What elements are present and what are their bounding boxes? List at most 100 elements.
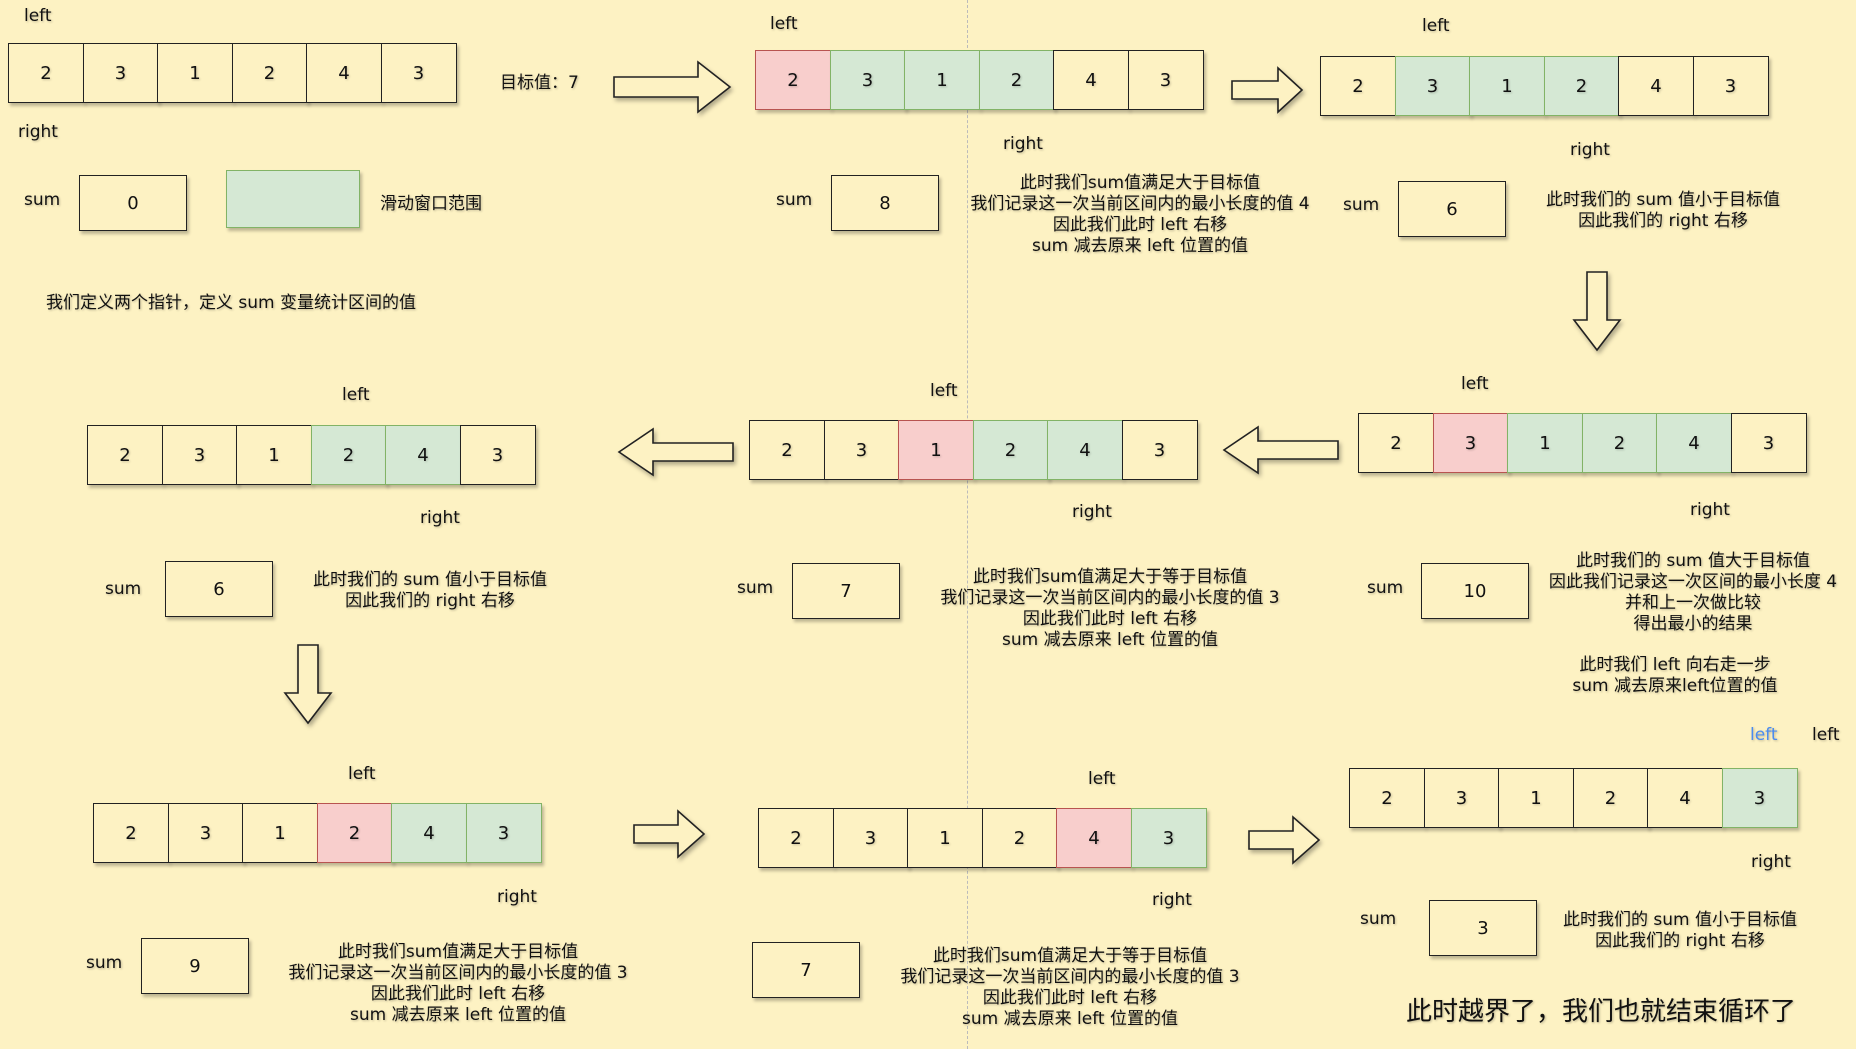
arrow-right-icon: [613, 60, 732, 114]
array-cell: 1: [907, 808, 983, 868]
left-pointer-label: left: [1812, 725, 1840, 745]
right-pointer-label: right: [497, 887, 537, 907]
array-cell: 3: [161, 425, 238, 485]
array-cell: 2: [1349, 768, 1425, 828]
left-pointer-label-prev: left: [1750, 725, 1778, 745]
array-cell: 3: [1730, 413, 1807, 473]
array-step-6: 2 3 1 2 4 3: [87, 425, 536, 485]
right-pointer-label: right: [1152, 890, 1192, 910]
sum-label: sum: [24, 190, 61, 210]
right-pointer-label: right: [1072, 502, 1112, 522]
array-cell: 3: [1423, 768, 1500, 828]
array-cell: 2: [758, 808, 834, 868]
array-cell: 2: [1320, 56, 1396, 116]
right-pointer-label: right: [420, 508, 460, 528]
array-cell: 3: [832, 808, 909, 868]
sum-label: sum: [776, 190, 813, 210]
sum-box: 9: [141, 938, 249, 994]
array-cell: 2: [231, 43, 308, 103]
array-cell: 2: [755, 50, 831, 110]
arrow-down-icon: [1572, 271, 1622, 352]
right-pointer-label: right: [18, 122, 58, 142]
arrow-right-icon: [1248, 815, 1321, 865]
array-step-8: 2 3 1 2 4 3: [758, 808, 1207, 868]
array-step-3: 2 3 1 2 4 3: [1320, 56, 1769, 116]
array-cell: 2: [316, 803, 393, 863]
array-cell: 3: [1127, 50, 1204, 110]
array-cell: 3: [459, 425, 536, 485]
array-cell: 3: [1692, 56, 1769, 116]
left-pointer-label: left: [930, 381, 958, 401]
step-note: 此时我们的 sum 值小于目标值因此我们的 right 右移: [1546, 190, 1780, 231]
left-pointer-label: left: [1461, 374, 1489, 394]
arrow-right-icon: [1231, 66, 1304, 114]
sum-label: sum: [105, 579, 142, 599]
left-pointer-label: left: [24, 6, 52, 26]
right-pointer-label: right: [1690, 500, 1730, 520]
sum-label: sum: [1360, 909, 1397, 929]
array-cell: 2: [978, 50, 1055, 110]
left-pointer-label: left: [1088, 769, 1116, 789]
left-pointer-label: left: [348, 764, 376, 784]
array-cell: 4: [1647, 768, 1723, 828]
arrow-left-icon: [1222, 425, 1339, 475]
array-cell: 4: [1618, 56, 1694, 116]
array-cell: 3: [82, 43, 159, 103]
array-cell: 1: [1498, 768, 1574, 828]
array-cell: 4: [1056, 808, 1132, 868]
array-cell: 1: [1469, 56, 1545, 116]
sum-box: 10: [1421, 563, 1529, 619]
arrow-left-icon: [617, 427, 734, 477]
left-pointer-label: left: [770, 14, 798, 34]
array-cell: 4: [385, 425, 461, 485]
left-pointer-label: left: [342, 385, 370, 405]
sum-label: sum: [737, 578, 774, 598]
array-cell: 1: [1507, 413, 1583, 473]
array-cell: 1: [904, 50, 980, 110]
array-step-2: 2 3 1 2 4 3: [755, 50, 1204, 110]
right-pointer-label: right: [1751, 852, 1791, 872]
array-cell: 2: [1572, 768, 1649, 828]
sum-label: sum: [1367, 578, 1404, 598]
array-cell: 4: [1047, 420, 1123, 480]
left-pointer-label: left: [1422, 16, 1450, 36]
target-label: 目标值：7: [500, 73, 579, 93]
array-cell: 4: [306, 43, 382, 103]
array-cell: 2: [981, 808, 1058, 868]
array-cell: 1: [242, 803, 318, 863]
array-cell: 2: [8, 43, 84, 103]
legend-label: 滑动窗口范围: [380, 194, 482, 214]
array-step-4: 2 3 1 2 4 3: [1358, 413, 1807, 473]
array-cell: 1: [236, 425, 312, 485]
sum-box: 3: [1429, 900, 1537, 956]
array-cell: 2: [1581, 413, 1658, 473]
array-cell: 3: [465, 803, 542, 863]
array-cell: 2: [749, 420, 825, 480]
array-cell: 1: [157, 43, 233, 103]
array-cell: 3: [1130, 808, 1207, 868]
sum-box: 7: [752, 942, 860, 998]
sum-box: 6: [1398, 181, 1506, 237]
sum-label: sum: [1343, 195, 1380, 215]
sum-box: 8: [831, 175, 939, 231]
legend-swatch: [226, 170, 360, 228]
array-step-7: 2 3 1 2 4 3: [93, 803, 542, 863]
right-pointer-label: right: [1003, 134, 1043, 154]
array-cell: 2: [1543, 56, 1620, 116]
sum-box: 0: [79, 175, 187, 231]
array-cell: 2: [310, 425, 387, 485]
array-cell: 3: [1394, 56, 1471, 116]
step-note: 此时我们的 sum 值小于目标值因此我们的 right 右移: [1563, 910, 1797, 951]
ending-text: 此时越界了，我们也就结束循环了: [1406, 997, 1797, 1027]
array-cell: 3: [380, 43, 457, 103]
divider-line: [967, 0, 968, 1049]
array-cell: 4: [1053, 50, 1129, 110]
sum-box: 7: [792, 563, 900, 619]
array-cell: 3: [1721, 768, 1798, 828]
array-cell: 2: [93, 803, 169, 863]
